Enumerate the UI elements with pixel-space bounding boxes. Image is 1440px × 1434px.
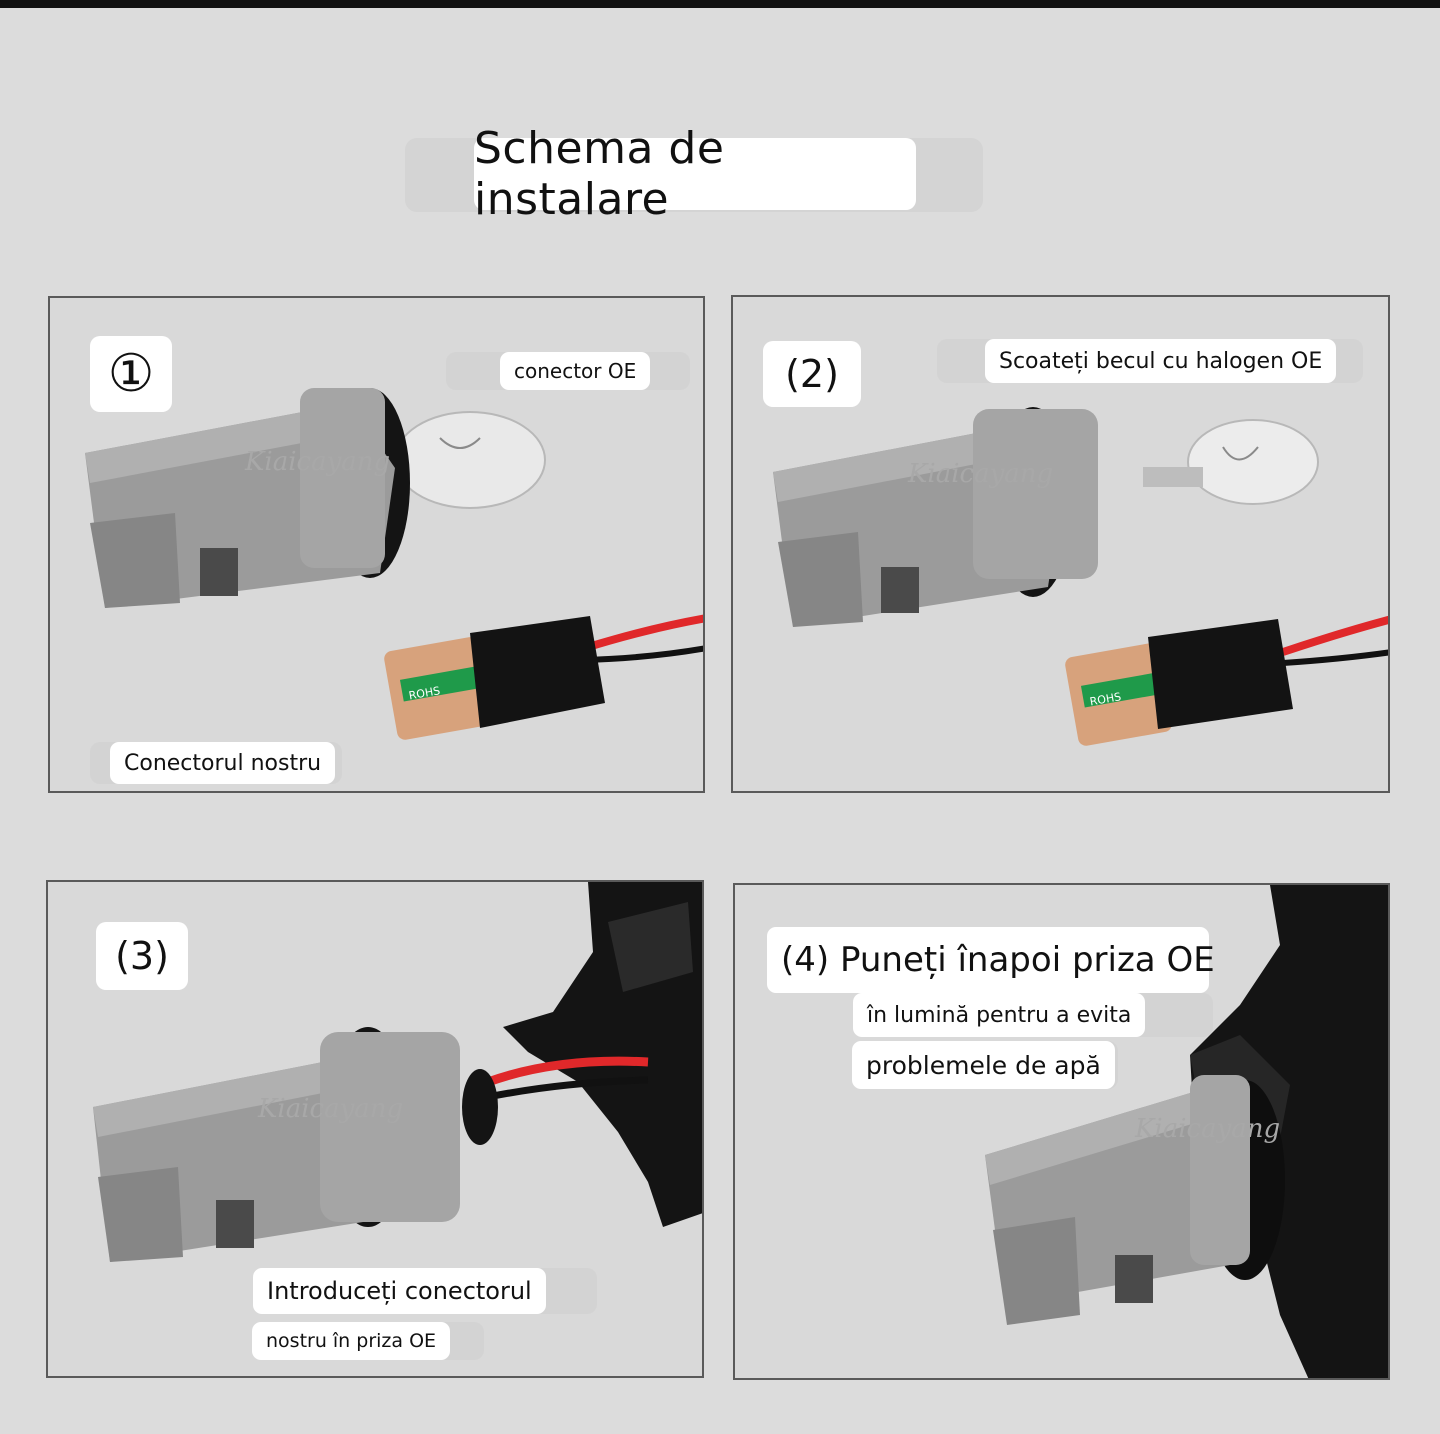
step-4-label-line-1: în lumină pentru a evita — [853, 993, 1146, 1037]
led-pcb-icon: ROHS — [1065, 643, 1172, 746]
insert-connector-label-line-2: nostru în priza OE — [252, 1322, 451, 1360]
step-4-title-label: (4) Puneți înapoi priza OE — [767, 927, 1215, 993]
step-1-panel: Kiaicayang ROHS ① conector OE Conectorul… — [48, 296, 705, 793]
insert-connector-label-line-1: Introduceți conectorul — [253, 1268, 546, 1314]
our-connector-label: Conectorul nostru — [110, 742, 336, 784]
red-wire-icon — [486, 1056, 649, 1087]
removed-halogen-bulb-icon — [1143, 419, 1319, 505]
pcb-marking: ROHS — [408, 684, 441, 702]
black-wire-icon — [584, 645, 703, 663]
step-4-illustration: Kiaicayang — [985, 885, 1388, 1378]
oe-connector-icon — [93, 1032, 460, 1262]
oe-connector-label: conector OE — [500, 352, 651, 390]
watermark-text: Kiaicayang — [907, 459, 1053, 489]
lamp-housing-icon — [503, 882, 702, 1227]
remove-halogen-label: Scoateți becul cu halogen OE — [985, 339, 1337, 383]
black-grommet-icon — [462, 1069, 498, 1145]
page-title: Schema de instalare — [474, 123, 916, 225]
oe-connector-icon — [773, 409, 1098, 627]
black-wire-icon — [1282, 649, 1388, 666]
step-2-panel: Kiaicayang ROHS (2) Scoateți becul cu ha… — [731, 295, 1390, 793]
our-connector-housing-icon — [470, 616, 605, 728]
step-3-illustration: Kiaicayang — [93, 882, 702, 1262]
top-bar — [0, 0, 1440, 8]
step-2-illustration: Kiaicayang ROHS — [773, 407, 1388, 746]
step-4-panel: Kiaicayang (4) Puneți înapoi priza OE în… — [733, 883, 1390, 1380]
step-1-badge: ① — [90, 336, 172, 412]
step-4-label-line-2: problemele de apă — [852, 1041, 1115, 1089]
watermark-text: Kiaicayang — [257, 1094, 403, 1124]
pcb-marking: ROHS — [1089, 690, 1122, 708]
red-wire-icon — [1281, 615, 1388, 656]
halogen-bulb-icon — [394, 411, 546, 509]
watermark-text: Kiaicayang — [244, 447, 390, 477]
oe-connector-icon — [85, 388, 395, 608]
oe-connector-icon — [985, 1075, 1250, 1325]
our-connector-housing-icon — [1148, 619, 1293, 729]
red-wire-icon — [583, 614, 703, 652]
step-3-badge: (3) — [96, 922, 188, 990]
step-1-illustration: Kiaicayang ROHS — [85, 388, 703, 740]
step-3-panel: Kiaicayang (3) Introduceți conectorul no… — [46, 880, 704, 1378]
step-2-badge: (2) — [763, 341, 861, 407]
watermark-text: Kiaicayang — [1134, 1114, 1280, 1144]
led-pcb-icon: ROHS — [384, 637, 491, 740]
black-wire-icon — [487, 1076, 649, 1101]
